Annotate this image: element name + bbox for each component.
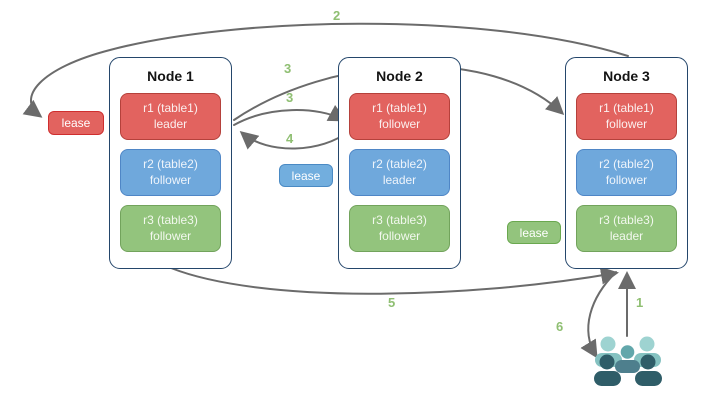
node-3-replica-r2: r2 (table2) follower bbox=[576, 149, 677, 196]
node-2-title: Node 2 bbox=[376, 68, 423, 84]
node-1-replica-r1: r1 (table1) leader bbox=[120, 93, 221, 140]
flow-step-3a-label: 3 bbox=[284, 61, 292, 76]
replica-role: leader bbox=[609, 228, 644, 243]
replica-name: r1 (table1) bbox=[143, 100, 198, 115]
node-3-box: Node 3 r1 (table1) follower r2 (table2) … bbox=[565, 57, 688, 269]
replica-name: r1 (table1) bbox=[372, 100, 427, 115]
lease-tag-table3: lease bbox=[507, 221, 561, 244]
node-3-replica-r3: r3 (table3) leader bbox=[576, 205, 677, 252]
node-1-box: Node 1 r1 (table1) leader r2 (table2) fo… bbox=[109, 57, 232, 269]
replica-role: follower bbox=[605, 116, 648, 131]
node-2-replica-r3: r3 (table3) follower bbox=[349, 205, 450, 252]
replica-name: r1 (table1) bbox=[599, 100, 654, 115]
replica-role: follower bbox=[149, 228, 192, 243]
flow-step-2-label: 2 bbox=[333, 8, 341, 23]
replica-role: follower bbox=[149, 172, 192, 187]
node-1-replica-r3: r3 (table3) follower bbox=[120, 205, 221, 252]
replica-name: r2 (table2) bbox=[372, 156, 427, 171]
replica-name: r2 (table2) bbox=[599, 156, 654, 171]
replica-role: follower bbox=[378, 228, 421, 243]
node-2-replica-r1: r1 (table1) follower bbox=[349, 93, 450, 140]
replica-role: follower bbox=[605, 172, 648, 187]
replica-name: r3 (table3) bbox=[143, 212, 198, 227]
replica-role: leader bbox=[153, 116, 188, 131]
replica-role: follower bbox=[378, 116, 421, 131]
node-2-replica-r2: r2 (table2) leader bbox=[349, 149, 450, 196]
flow-step-6-label: 6 bbox=[556, 319, 564, 334]
replica-name: r3 (table3) bbox=[372, 212, 427, 227]
flow-step-5-label: 5 bbox=[388, 295, 396, 310]
arrow-step5-node1-to-node3 bbox=[170, 266, 619, 295]
arrow-step3-node1-to-node2 bbox=[233, 104, 347, 126]
users-icon bbox=[594, 336, 662, 386]
replica-name: r2 (table2) bbox=[143, 156, 198, 171]
node-1-title: Node 1 bbox=[147, 68, 194, 84]
node-2-box: Node 2 r1 (table1) follower r2 (table2) … bbox=[338, 57, 461, 269]
node-3-title: Node 3 bbox=[603, 68, 650, 84]
node-1-replica-r2: r2 (table2) follower bbox=[120, 149, 221, 196]
node-3-replica-r1: r1 (table1) follower bbox=[576, 93, 677, 140]
replica-role: leader bbox=[382, 172, 417, 187]
flow-step-3b-label: 3 bbox=[286, 90, 294, 105]
lease-tag-table2: lease bbox=[279, 164, 333, 187]
lease-tag-table1: lease bbox=[48, 111, 104, 135]
flow-step-1-label: 1 bbox=[636, 295, 644, 310]
flow-step-4-label: 4 bbox=[286, 131, 294, 146]
arrow-step4-node2-to-node1 bbox=[239, 130, 350, 150]
replica-name: r3 (table3) bbox=[599, 212, 654, 227]
